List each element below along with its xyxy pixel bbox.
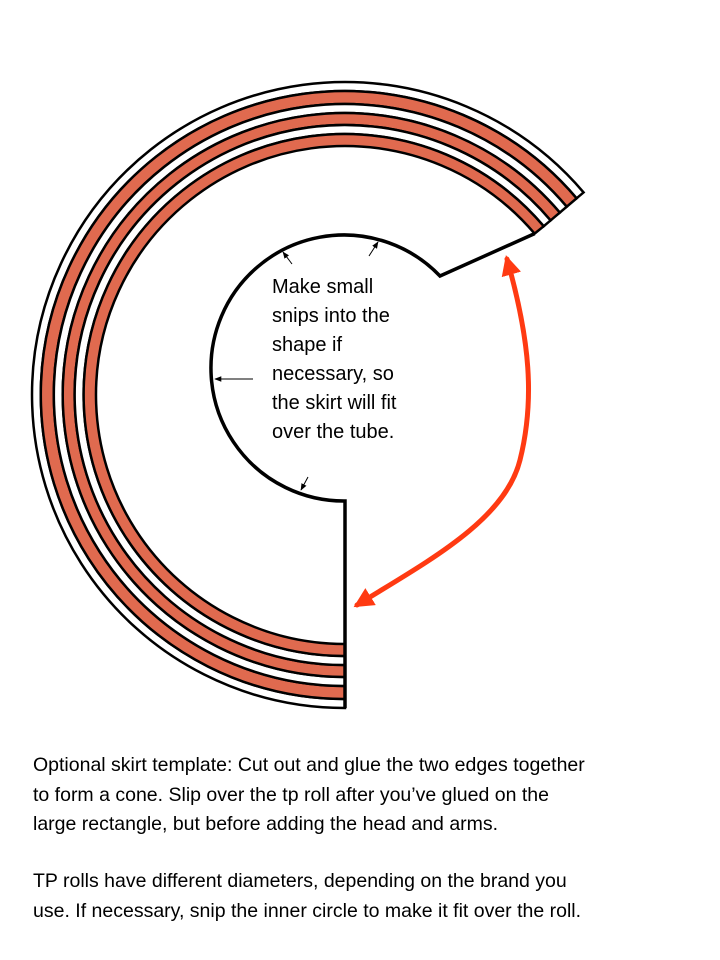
- caption-line: to form a cone. Slip over the tp roll af…: [33, 783, 549, 806]
- caption-paragraph-diameters: TP rolls have different diameters, depen…: [33, 867, 703, 926]
- snip-instruction-text: Make small snips into the shape if neces…: [272, 273, 437, 447]
- skirt-cut-edges: [209, 232, 536, 708]
- snip-note-line: snips into the: [272, 305, 390, 327]
- skirt-outer-ring: [30, 80, 586, 710]
- caption-paragraph-template: Optional skirt template: Cut out and glu…: [33, 751, 703, 840]
- snip-note-line: Make small: [272, 276, 374, 298]
- join-edges-arrow: [353, 255, 532, 608]
- snip-note-line: shape if: [272, 334, 343, 356]
- caption-line: TP rolls have different diameters, depen…: [33, 870, 567, 892]
- caption-line: large rectangle, but before adding the h…: [33, 813, 499, 835]
- caption-line: Optional skirt template: Cut out and glu…: [33, 754, 585, 776]
- snip-arrow-top-right: [368, 241, 379, 257]
- skirt-template-diagram: [30, 80, 586, 710]
- snip-arrows: [214, 241, 379, 491]
- snip-arrow-top-left: [282, 251, 293, 265]
- snip-note-line: the skirt will fit: [272, 392, 397, 414]
- ring-stripe-3: [82, 132, 546, 658]
- snip-arrow-bottom: [300, 476, 309, 491]
- caption-line: use. If necessary, snip the inner circle…: [33, 899, 582, 922]
- snip-note-line: necessary, so: [272, 363, 394, 385]
- snip-note-line: over the tube.: [272, 421, 395, 443]
